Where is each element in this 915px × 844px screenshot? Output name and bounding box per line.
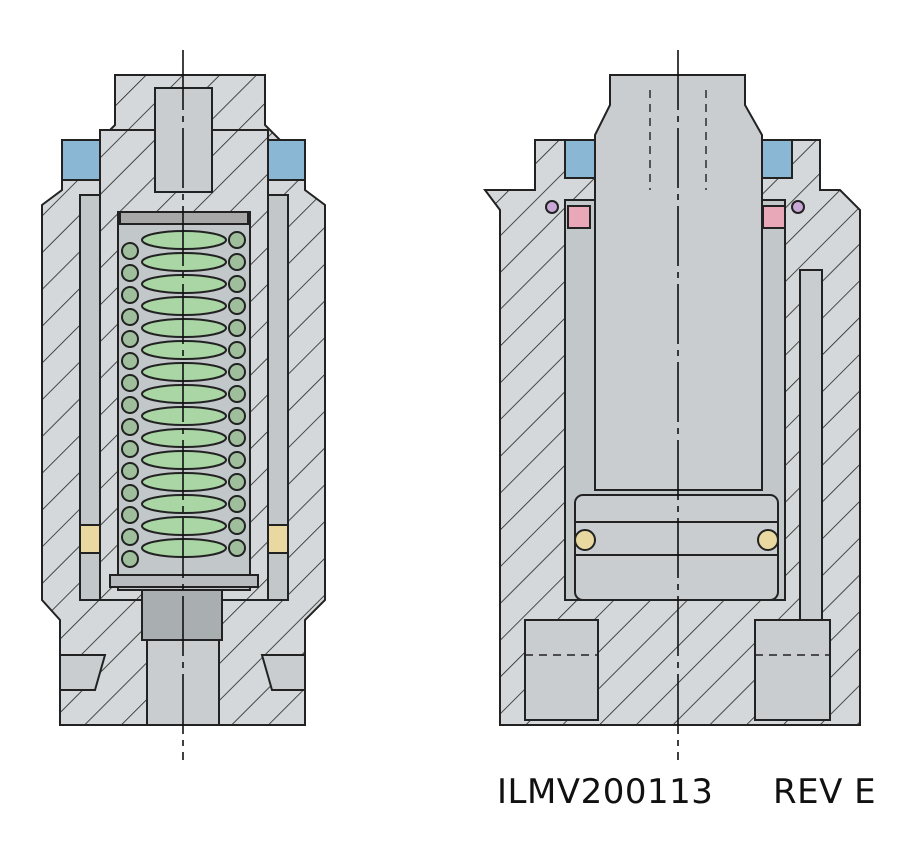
spring-wire-section	[228, 363, 246, 381]
spring-wire-section	[228, 341, 246, 359]
spring-wire-section	[121, 418, 139, 436]
left-wiper-right	[267, 524, 289, 554]
spring-wire-section	[121, 264, 139, 282]
left-spring-plate	[119, 211, 249, 225]
centerlines	[182, 50, 679, 760]
right-channel	[799, 269, 823, 621]
spring-wire-section	[228, 539, 246, 557]
right-oring-left	[567, 205, 591, 229]
right-bearing-left	[574, 529, 596, 551]
right-oring-right	[762, 205, 786, 229]
spring-wire-section	[228, 253, 246, 271]
right-bearing-right	[757, 529, 779, 551]
revision-label: REV E	[773, 772, 877, 812]
spring-wire-section	[121, 506, 139, 524]
spring-wire-section	[121, 440, 139, 458]
right-seal-right	[761, 139, 793, 179]
spring-wire-section	[121, 286, 139, 304]
spring-wire-section	[121, 308, 139, 326]
right-port-right	[754, 619, 831, 721]
spring-coil	[141, 450, 227, 470]
spring-coil	[141, 516, 227, 536]
left-seal-right	[267, 139, 306, 181]
spring-wire-section	[228, 385, 246, 403]
spring-coil	[141, 252, 227, 272]
right-seal-left	[564, 139, 596, 179]
right-piston-rod	[594, 74, 763, 491]
spring-wire-section	[228, 451, 246, 469]
spring-coil	[141, 318, 227, 338]
spring-coil	[141, 406, 227, 426]
spring-wire-section	[228, 429, 246, 447]
left-cylinder-section	[41, 74, 326, 726]
spring-coil	[141, 428, 227, 448]
spring-wire-section	[121, 352, 139, 370]
right-oring-small-left	[545, 200, 559, 214]
spring-wire-section	[121, 528, 139, 546]
spring-wire-section	[228, 495, 246, 513]
spring-wire-section	[121, 374, 139, 392]
spring-wire-section	[228, 275, 246, 293]
right-port-left	[524, 619, 599, 721]
spring-wire-section	[228, 473, 246, 491]
spring-wire-section	[228, 517, 246, 535]
left-wiper-left	[79, 524, 101, 554]
spring-wire-section	[121, 242, 139, 260]
right-oring-small-right	[791, 200, 805, 214]
part-number-label: ILMV200113	[497, 772, 714, 812]
spring-wire-section	[228, 407, 246, 425]
spring-coil	[141, 230, 227, 250]
left-bottom-washer	[109, 574, 259, 588]
left-seal-left	[61, 139, 101, 181]
spring-wire-section	[121, 462, 139, 480]
spring-coil	[141, 274, 227, 294]
spring-coil	[141, 296, 227, 316]
left-side-port-right	[260, 654, 306, 691]
spring-wire-section	[121, 484, 139, 502]
spring-coil	[141, 538, 227, 558]
spring-coil	[141, 340, 227, 360]
spring-wire-section	[121, 330, 139, 348]
left-side-port-left	[59, 654, 107, 691]
spring-wire-section	[228, 319, 246, 337]
spring-coil	[141, 362, 227, 382]
spring-wire-section	[121, 550, 139, 568]
spring-coil	[141, 472, 227, 492]
right-piston-head	[574, 494, 779, 601]
spring-coil	[141, 494, 227, 514]
spring-wire-section	[228, 297, 246, 315]
right-cylinder-section	[483, 74, 861, 726]
left-rod	[141, 589, 223, 641]
spring-wire-section	[228, 231, 246, 249]
left-spring	[121, 230, 246, 568]
spring-wire-section	[121, 396, 139, 414]
spring-coil	[141, 384, 227, 404]
